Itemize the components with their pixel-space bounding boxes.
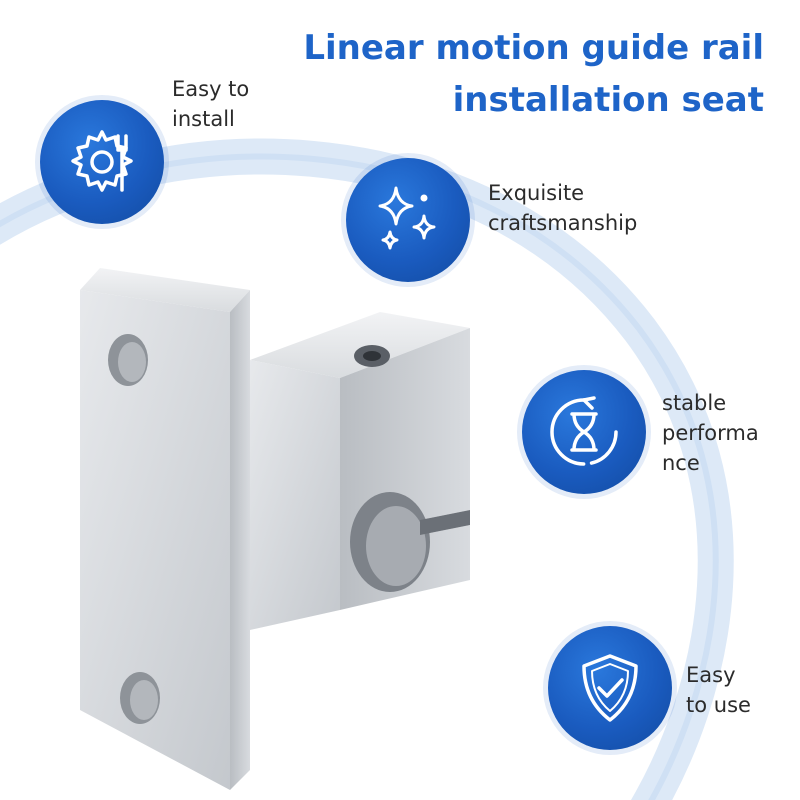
feature-badge-install [40,100,164,224]
feature-badge-craftsmanship [346,158,470,282]
gear-wrench-icon [71,130,133,192]
feature-label-craftsmanship: Exquisite craftsmanship [488,181,638,235]
feature-label-stable: stable performa nce [662,391,759,475]
sparkles-icon [378,186,436,250]
title-line-2: installation seat [452,80,764,120]
shield-check-icon [582,654,638,722]
hourglass-refresh-icon [550,396,618,466]
rail-support-product-image [80,268,470,790]
page-title: Linear motion guide rail installation se… [204,22,764,126]
feature-label-install: Easy to install [172,77,250,131]
feature-badge-easy-use [548,626,672,750]
feature-badge-stable [522,370,646,494]
title-line-1: Linear motion guide rail [303,28,764,68]
feature-label-easy-use: Easy to use [686,663,751,717]
